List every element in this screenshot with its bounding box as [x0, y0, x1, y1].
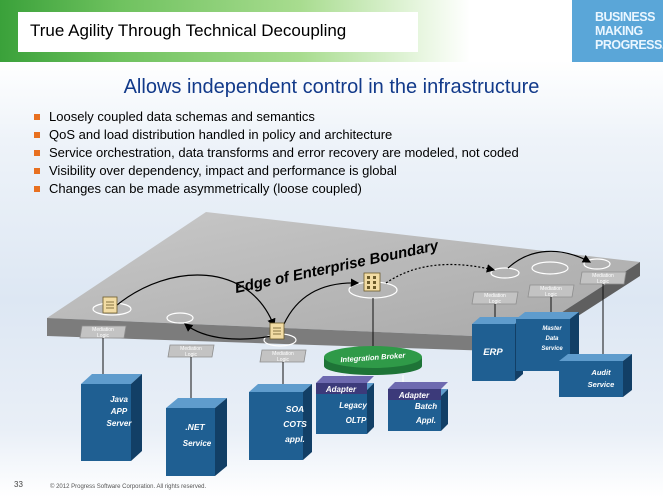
- mediation-text: Mediation: [180, 346, 202, 352]
- system-label: APP: [110, 407, 128, 416]
- system-label: Server: [107, 419, 133, 428]
- flow-arrow: [116, 274, 276, 328]
- brand-logo: [572, 0, 663, 62]
- flow-arrow: [184, 323, 273, 340]
- mediation-text: Logic: [97, 333, 109, 339]
- system-label: Batch: [415, 402, 437, 411]
- mediation-text: Logic: [597, 279, 609, 285]
- system-label: Service: [541, 346, 563, 352]
- system-label: OLTP: [346, 416, 367, 425]
- mediation-text: Mediation: [484, 293, 506, 299]
- system-label: SOA: [286, 404, 304, 414]
- mediation-pad: [471, 291, 519, 305]
- adapter-label: Adapter: [325, 385, 357, 394]
- slide-title: True Agility Through Technical Decouplin…: [30, 21, 347, 40]
- bullet-5: Changes can be made asymmetrically (loos…: [49, 181, 362, 196]
- routing-circle: [490, 267, 520, 279]
- building-icon: [363, 272, 381, 292]
- integration-broker: [324, 346, 422, 375]
- mediation-text: Logic: [489, 299, 501, 305]
- adapter-label: Adapter: [398, 391, 430, 400]
- bullet-marker: [34, 168, 40, 174]
- system-label: COTS: [283, 419, 307, 429]
- document-icon: [269, 322, 285, 340]
- system-box-soa-cots-appl: [249, 384, 312, 460]
- system-label: Java: [110, 395, 128, 404]
- flow-arrow: [283, 278, 360, 325]
- mediation-text: Mediation: [592, 273, 614, 279]
- routing-circle: [166, 312, 194, 324]
- copyright: © 2012 Progress Software Corporation. Al…: [50, 484, 207, 490]
- bullet-marker: [34, 132, 40, 138]
- mediation-pad: [527, 284, 575, 298]
- adapter-tab: [316, 376, 374, 394]
- mediation-pad: [79, 325, 127, 339]
- system-label: Audit: [590, 368, 611, 377]
- flow-arrow: [507, 250, 592, 269]
- system-box-audit-service: [559, 354, 632, 397]
- system-label: Legacy: [339, 401, 367, 410]
- adapter-tab: [388, 382, 448, 400]
- system-box-java-app-server: [81, 374, 142, 461]
- mediation-text: Mediation: [540, 286, 562, 292]
- bullet-4: Visibility over dependency, impact and p…: [49, 163, 397, 178]
- system-label: .NET: [185, 422, 205, 432]
- mediation-text: Mediation: [272, 351, 294, 357]
- title-box: [18, 12, 418, 52]
- bullet-marker: [34, 186, 40, 192]
- bullet-marker: [34, 150, 40, 156]
- bullet-1: Loosely coupled data schemas and semanti…: [49, 109, 315, 124]
- brand-line-3: PROGRESS.: [595, 38, 663, 52]
- page-number: 33: [14, 480, 23, 489]
- system-label: Service: [588, 380, 615, 389]
- system-label: ERP: [483, 347, 503, 358]
- system-box-net-service: [166, 398, 227, 476]
- mediation-pad: [579, 271, 627, 285]
- system-label: appl.: [285, 434, 305, 444]
- system-label: Service: [183, 439, 212, 448]
- mediation-pad: [167, 344, 215, 358]
- routing-circle: [531, 261, 569, 275]
- mediation-text: Mediation: [92, 327, 114, 333]
- flow-arrow-dotted: [385, 263, 496, 284]
- brand-line-1: BUSINESS: [595, 10, 655, 24]
- subtitle: Allows independent control in the infras…: [123, 76, 540, 98]
- system-label: Master: [542, 326, 562, 332]
- mediation-text: Logic: [185, 352, 197, 358]
- routing-circle: [583, 258, 611, 270]
- brand-line-2: MAKING: [595, 24, 643, 38]
- document-icon: [102, 296, 118, 314]
- mediation-text: Logic: [277, 357, 289, 363]
- mediation-text: Logic: [545, 292, 557, 298]
- bullet-3: Service orchestration, data transforms a…: [49, 145, 519, 160]
- system-label: Data: [545, 336, 559, 342]
- mediation-pad: [259, 349, 307, 363]
- system-label: Appl.: [415, 416, 436, 425]
- bullet-marker: [34, 114, 40, 120]
- bullet-2: QoS and load distribution handled in pol…: [49, 127, 393, 142]
